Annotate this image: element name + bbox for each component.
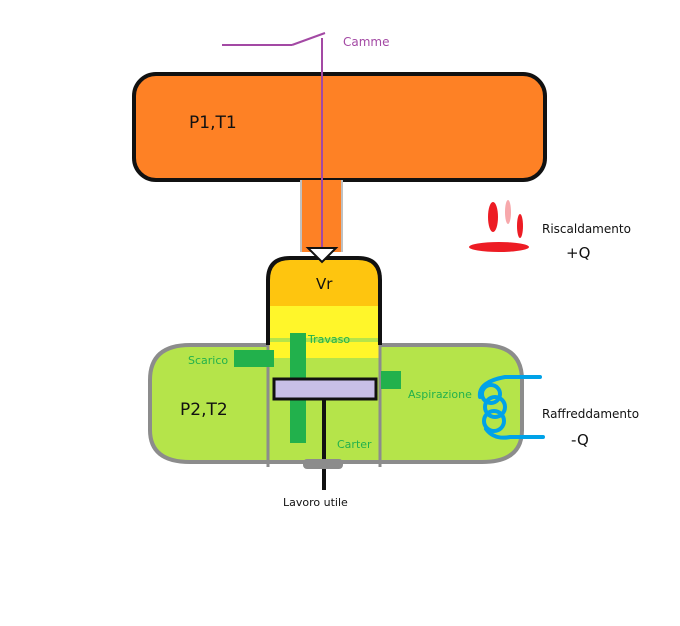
lower-tank bbox=[148, 343, 524, 464]
aspirazione-label: Aspirazione bbox=[408, 388, 472, 401]
p2t2-label: P2,T2 bbox=[180, 400, 228, 420]
riscaldamento-label: Riscaldamento bbox=[542, 222, 631, 236]
valve-triangle-icon bbox=[305, 247, 339, 264]
plus-q-label: +Q bbox=[566, 244, 590, 262]
travaso-label: Travaso bbox=[307, 333, 350, 346]
aspirazione-port bbox=[381, 371, 401, 389]
lavoro-utile-label: Lavoro utile bbox=[283, 496, 348, 509]
camme-label: Camme bbox=[343, 35, 390, 49]
p1t1-label: P1,T1 bbox=[189, 113, 237, 133]
crank-seal bbox=[303, 459, 343, 469]
carter-label: Carter bbox=[337, 438, 372, 451]
cooling-coil-icon bbox=[477, 375, 545, 440]
flame-icon bbox=[469, 200, 529, 252]
scarico-port bbox=[234, 350, 274, 367]
minus-q-label: -Q bbox=[571, 431, 589, 449]
vr-label: Vr bbox=[316, 275, 333, 293]
raffreddamento-label: Raffreddamento bbox=[542, 407, 639, 421]
piston bbox=[272, 377, 378, 401]
scarico-label: Scarico bbox=[188, 354, 228, 367]
cam-switch bbox=[222, 32, 326, 46]
